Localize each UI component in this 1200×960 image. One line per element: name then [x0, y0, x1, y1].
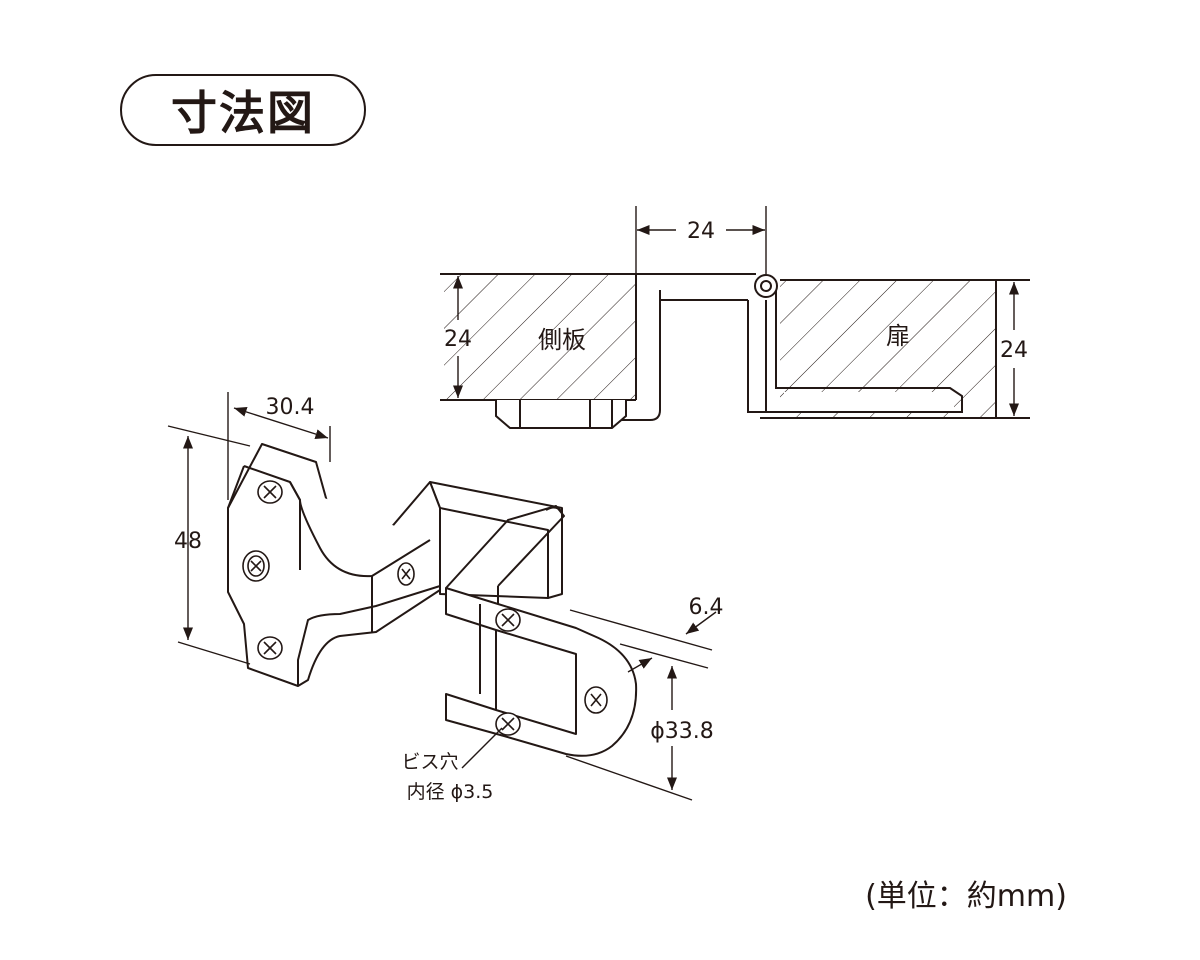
door-label: 扉 [886, 322, 910, 350]
screw-head-icon [257, 636, 283, 660]
dim-plate-width: 30.4 [266, 395, 315, 420]
side-panel-section [444, 274, 636, 400]
perspective-dimensions [167, 392, 717, 801]
perspective-view [227, 443, 638, 757]
screw-head-icon [242, 550, 270, 582]
dim-hinge-width: 24 [687, 219, 715, 244]
screw-head-icon [397, 562, 415, 586]
dim-door-thickness: 24 [1000, 338, 1028, 363]
screw-head-icon [584, 686, 608, 714]
hinge-plate-profile [600, 273, 963, 421]
screw-head-icon [495, 712, 521, 736]
mounting-block [495, 400, 627, 429]
screws [242, 480, 608, 736]
dim-diameter: ϕ33.8 [650, 719, 714, 744]
screw-hole-note-line1: ビス穴 [401, 751, 458, 773]
dim-side-panel-thickness: 24 [444, 327, 472, 352]
title-badge: 寸法図 [120, 74, 366, 146]
door-leaf [445, 587, 638, 757]
side-panel-label: 側板 [538, 326, 586, 354]
screw-head-icon [495, 608, 521, 632]
screw-hole-note-line2: 内径 ϕ3.5 [407, 781, 494, 803]
page-title: 寸法図 [171, 86, 315, 140]
dim-leaf-thickness: 6.4 [689, 595, 724, 620]
plan-view [440, 206, 1030, 429]
unit-note: (単位：約mm) [865, 879, 1067, 914]
dim-plate-height: 48 [174, 529, 202, 554]
screw-head-icon [257, 480, 283, 504]
